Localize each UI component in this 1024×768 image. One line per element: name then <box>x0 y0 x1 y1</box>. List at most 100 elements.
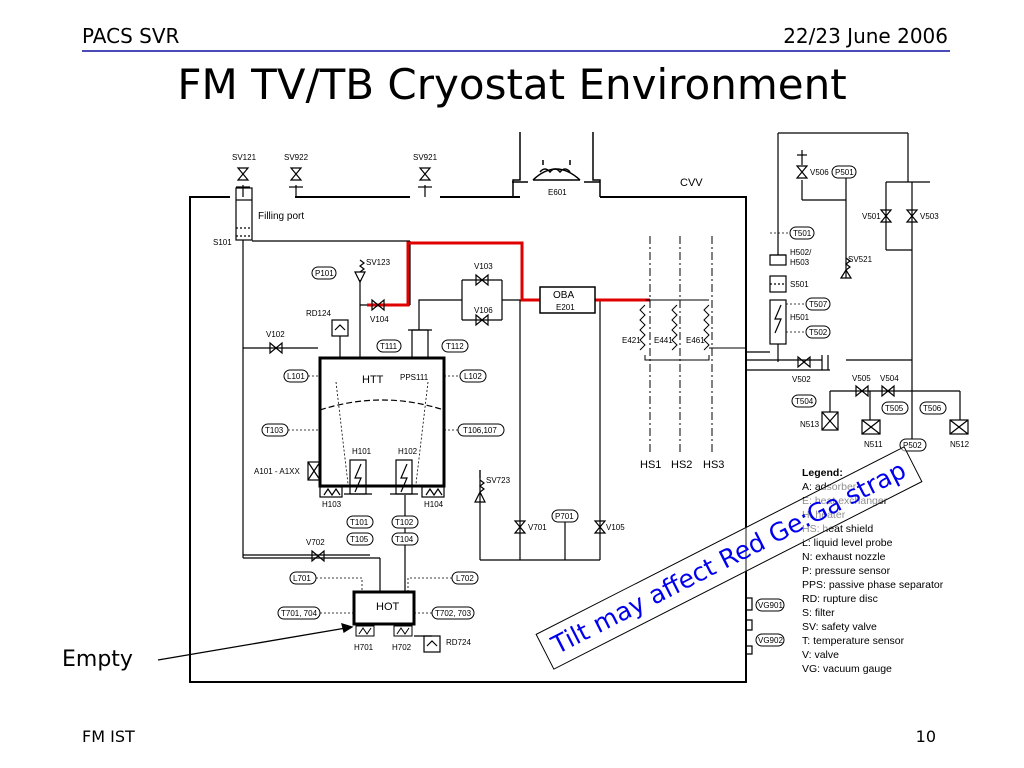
svg-text:Filling port: Filling port <box>258 211 304 222</box>
svg-text:V503: V503 <box>920 212 939 221</box>
heat-shields <box>639 236 746 455</box>
leader-lines <box>288 232 806 614</box>
svg-text:A101 - A1XX: A101 - A1XX <box>254 467 300 476</box>
svg-text:T112: T112 <box>446 342 464 351</box>
svg-text:V701: V701 <box>528 523 547 532</box>
header-date: 22/23 June 2006 <box>783 24 948 48</box>
sensor-tags <box>261 165 947 647</box>
legend-item: P: pressure sensor <box>802 565 891 577</box>
svg-text:SV922: SV922 <box>284 153 309 162</box>
svg-text:T104: T104 <box>395 535 414 544</box>
header-left: PACS SVR <box>82 24 180 48</box>
legend-item: SV: safety valve <box>802 621 877 633</box>
sensor-tag-labels: P101 T111 T112 L101 L102 T103 T106,107 T… <box>265 168 942 645</box>
svg-text:P501: P501 <box>835 168 854 177</box>
svg-text:N513: N513 <box>800 420 820 429</box>
svg-text:VG901: VG901 <box>758 601 783 610</box>
svg-text:OBA: OBA <box>553 290 574 301</box>
svg-text:T101: T101 <box>350 518 369 527</box>
svg-text:SV123: SV123 <box>366 258 391 267</box>
v506-valve <box>796 165 808 179</box>
htt-tank <box>318 356 446 488</box>
svg-text:T702, 703: T702, 703 <box>435 609 472 618</box>
legend-item: RD: rupture disc <box>802 593 878 605</box>
legend-item: T: temperature sensor <box>802 635 905 647</box>
sv521-valve <box>839 257 853 279</box>
page-number: 10 <box>915 727 936 746</box>
svg-text:H702: H702 <box>392 643 412 652</box>
svg-text:H102: H102 <box>398 447 418 456</box>
svg-text:E461: E461 <box>686 336 705 345</box>
svg-text:SV521: SV521 <box>848 255 873 264</box>
sv723-valve <box>474 470 486 503</box>
legend-item: S: filter <box>802 607 835 619</box>
svg-text:P502: P502 <box>903 441 922 450</box>
sv123-valve <box>354 259 366 284</box>
svg-text:T504: T504 <box>795 397 814 406</box>
svg-text:S101: S101 <box>213 238 232 247</box>
empty-callout-arrow <box>157 623 354 661</box>
svg-text:L101: L101 <box>287 372 305 381</box>
svg-text:V501: V501 <box>862 212 881 221</box>
hot-tank <box>352 590 441 653</box>
svg-text:E201: E201 <box>556 303 575 312</box>
sv121-valve <box>236 167 250 197</box>
svg-text:E421: E421 <box>622 336 641 345</box>
svg-text:H503: H503 <box>790 258 810 267</box>
sv922-valve <box>289 167 303 197</box>
svg-text:T105: T105 <box>350 535 369 544</box>
svg-text:RD124: RD124 <box>306 309 331 318</box>
svg-text:L702: L702 <box>456 574 474 583</box>
svg-text:HS3: HS3 <box>703 459 724 471</box>
header-divider <box>82 50 950 52</box>
v502-valve <box>797 356 811 368</box>
v702-valve <box>311 550 325 562</box>
svg-text:H103: H103 <box>322 500 342 509</box>
svg-text:VG902: VG902 <box>758 636 783 645</box>
heater-h101 <box>344 459 372 495</box>
legend-item: N: exhaust nozzle <box>802 551 886 563</box>
svg-text:T506: T506 <box>923 404 942 413</box>
svg-text:V106: V106 <box>474 306 493 315</box>
svg-text:H502/: H502/ <box>790 248 812 257</box>
svg-text:V504: V504 <box>880 374 899 383</box>
empty-callout: Empty <box>62 647 133 672</box>
legend-item: V: valve <box>802 649 839 661</box>
svg-text:PPS111: PPS111 <box>400 373 429 382</box>
svg-text:N512: N512 <box>950 440 970 449</box>
rd124-disc <box>331 319 349 358</box>
cvv-vessel <box>189 196 747 683</box>
svg-text:N511: N511 <box>864 440 883 449</box>
footer-left: FM IST <box>82 727 135 746</box>
svg-text:T502: T502 <box>809 328 828 337</box>
svg-text:HTT: HTT <box>362 374 384 386</box>
svg-text:E441: E441 <box>654 336 673 345</box>
svg-text:H501: H501 <box>790 313 810 322</box>
svg-text:V105: V105 <box>606 523 625 532</box>
svg-text:V502: V502 <box>792 375 811 384</box>
svg-text:T701, 704: T701, 704 <box>281 609 318 618</box>
cvv-label: CVV <box>680 177 703 189</box>
svg-text:T505: T505 <box>885 404 904 413</box>
heater-h104 <box>421 486 445 498</box>
svg-text:HS1: HS1 <box>640 459 661 471</box>
sv921-valve <box>418 167 432 197</box>
svg-text:T501: T501 <box>793 229 812 238</box>
heater-h102 <box>390 459 418 495</box>
pps111 <box>408 329 432 359</box>
highlighted-pipe <box>367 241 650 307</box>
svg-text:P101: P101 <box>315 269 334 278</box>
svg-text:V104: V104 <box>370 315 389 324</box>
svg-text:V506: V506 <box>810 168 829 177</box>
adsorber-a101 <box>307 461 321 481</box>
legend-item: VG: vacuum gauge <box>802 663 892 675</box>
svg-text:H701: H701 <box>354 643 374 652</box>
oba-box <box>539 286 596 314</box>
svg-text:V103: V103 <box>474 262 493 271</box>
svg-text:T111: T111 <box>380 342 398 351</box>
svg-text:P701: P701 <box>555 512 574 521</box>
legend-title: Legend: <box>802 467 843 479</box>
svg-text:L701: L701 <box>293 574 311 583</box>
svg-text:L102: L102 <box>464 372 482 381</box>
